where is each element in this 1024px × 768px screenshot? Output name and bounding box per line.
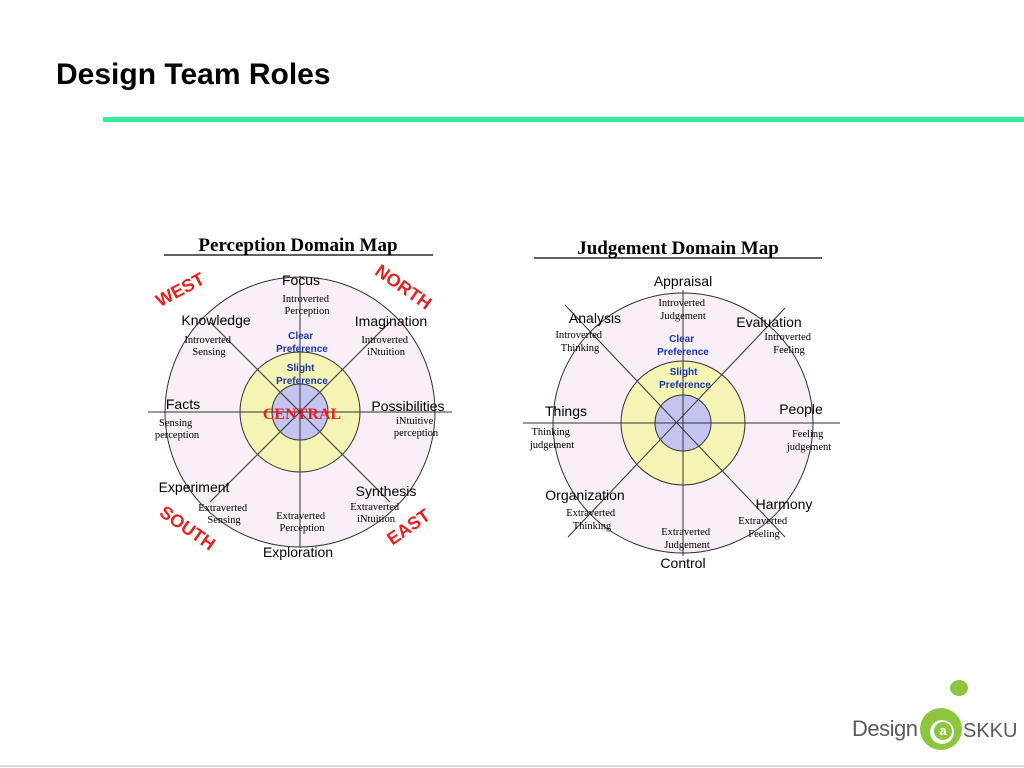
role-analysis-desc: Introverted Thinking xyxy=(555,330,604,354)
role-appraisal-name: Appraisal xyxy=(654,273,712,289)
role-organization-name: Organization xyxy=(545,487,624,503)
perception-map-title: Perception Domain Map xyxy=(198,235,397,256)
judgement-clear-preference: Clear Preference xyxy=(657,334,709,358)
role-exploration-name: Exploration xyxy=(263,544,333,560)
role-imagination-desc: Introverted iNtuition xyxy=(361,335,410,358)
role-possibilities-desc: iNtuitive perception xyxy=(394,416,439,439)
role-control-name: Control xyxy=(660,555,705,571)
slide-title: Design Team Roles xyxy=(56,58,331,91)
role-evaluation-name: Evaluation xyxy=(736,314,801,330)
role-appraisal-desc: Introverted Judgement xyxy=(658,298,707,322)
role-synthesis-desc: Extraverted iNtuition xyxy=(350,502,402,525)
logo-design-text: Design xyxy=(852,716,918,741)
judgement-map-title: Judgement Domain Map xyxy=(577,238,779,259)
role-possibilities-name: Possibilities xyxy=(371,398,444,414)
role-harmony-desc: Extraverted Feeling xyxy=(738,516,790,540)
title-underline xyxy=(103,117,1024,122)
role-evaluation-desc: Introverted Feeling xyxy=(764,332,813,356)
perception-diagonal-b xyxy=(209,321,391,503)
role-experiment-name: Experiment xyxy=(159,479,230,495)
design-skku-logo: a Design SKKU xyxy=(850,678,1020,758)
role-people-desc: Feeling judgement xyxy=(786,429,831,453)
role-exploration-desc: Extraverted Perception xyxy=(276,511,328,534)
role-focus-desc: Introverted Perception xyxy=(282,294,331,317)
perception-slight-preference: Slight Preference xyxy=(276,363,328,387)
logo-skku-text: SKKU xyxy=(963,720,1018,742)
role-focus-name: Focus xyxy=(282,272,320,288)
role-things-name: Things xyxy=(545,403,587,419)
perception-center-label: CENTRAL xyxy=(263,406,341,423)
perception-clear-preference: Clear Preference xyxy=(276,331,328,355)
role-things-desc: Thinking judgement xyxy=(529,427,574,451)
role-organization-desc: Extraverted Thinking xyxy=(566,508,618,532)
role-synthesis-name: Synthesis xyxy=(356,483,417,499)
judgement-diagonal-b xyxy=(567,307,786,538)
judgement-diagonal-a xyxy=(564,304,786,538)
judgement-slight-preference: Slight Preference xyxy=(659,367,711,391)
role-harmony-name: Harmony xyxy=(756,496,813,512)
footer-rule xyxy=(0,765,1024,767)
role-control-desc: Extraverted Judgement xyxy=(661,527,713,551)
role-facts-name: Facts xyxy=(166,396,200,412)
logo-dot xyxy=(950,680,968,696)
role-imagination-name: Imagination xyxy=(355,313,427,329)
role-experiment-desc: Extraverted Sensing xyxy=(198,503,250,526)
logo-a-badge: a xyxy=(934,722,952,740)
role-analysis-name: Analysis xyxy=(569,310,621,326)
role-facts-desc: Sensing perception xyxy=(155,418,200,441)
role-knowledge-desc: Introverted Sensing xyxy=(184,335,233,358)
role-people-name: People xyxy=(779,401,823,417)
role-knowledge-name: Knowledge xyxy=(181,312,250,328)
